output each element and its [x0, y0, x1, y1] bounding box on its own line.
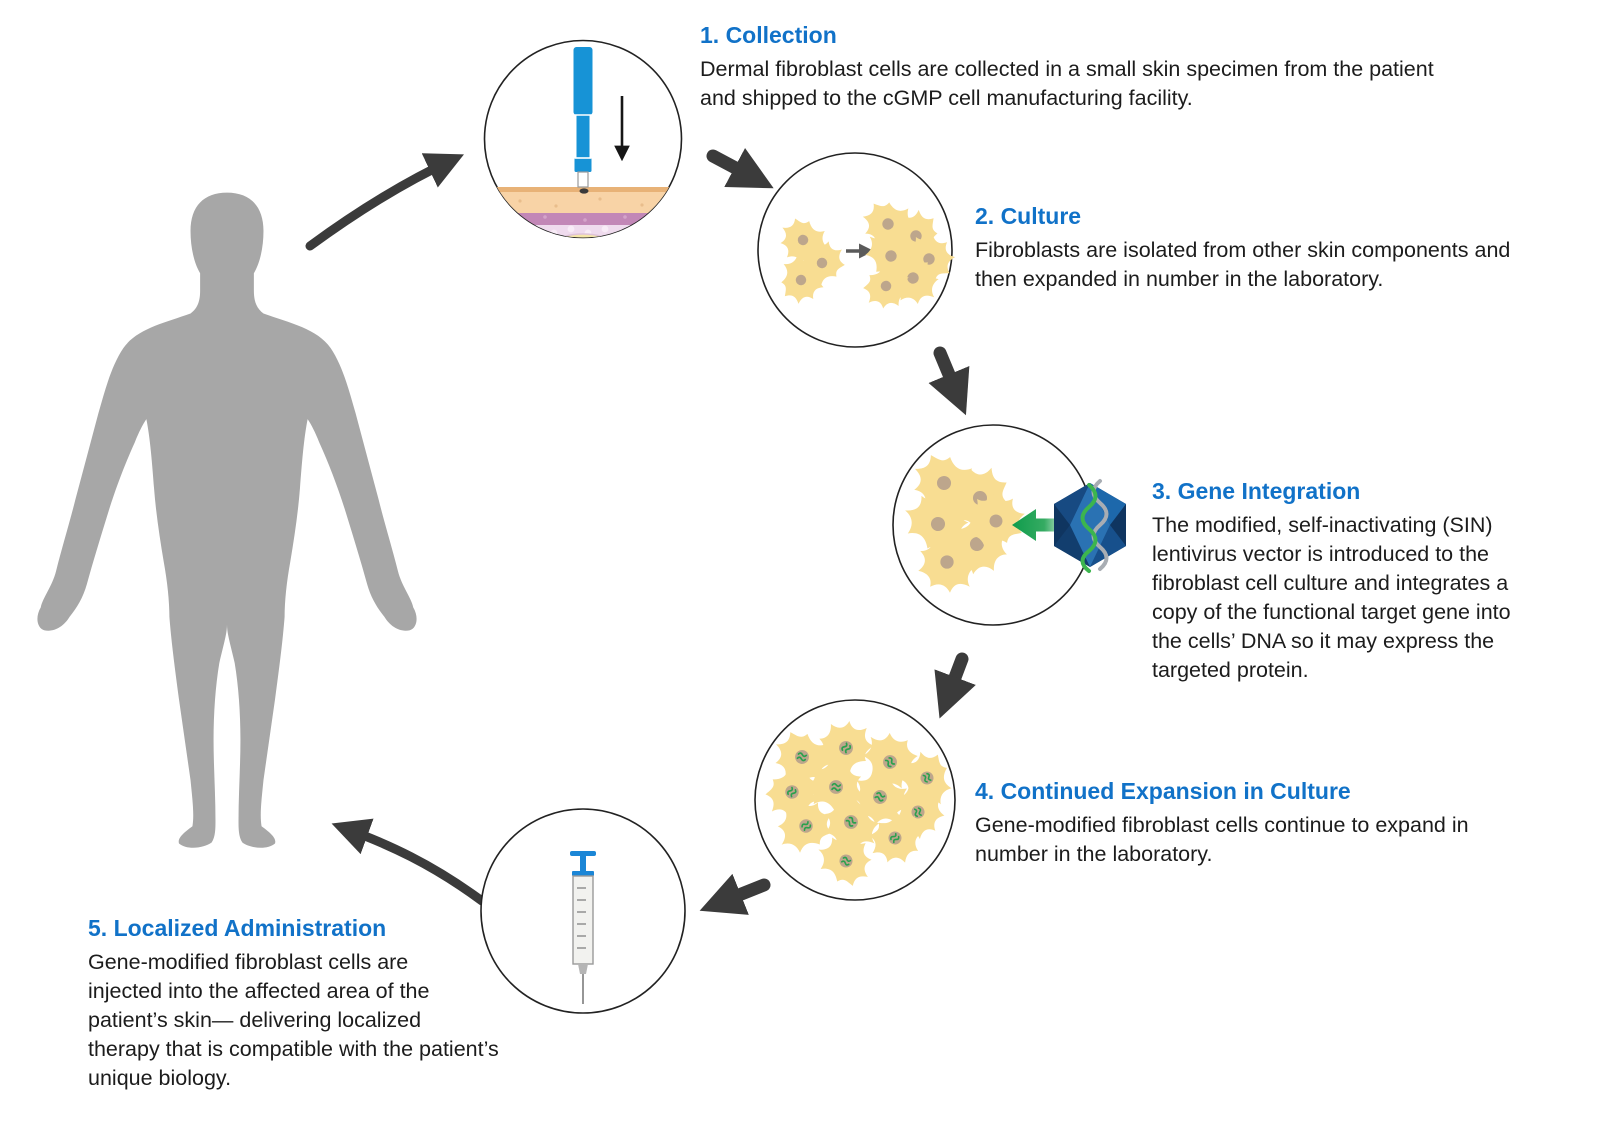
skin-cross-section	[484, 187, 682, 238]
gene-transfer-arrow-icon	[1012, 509, 1058, 541]
step-5-heading: 5. Localized Administration	[88, 915, 387, 941]
cycle-arrow-collection-to-culture	[706, 147, 774, 189]
step-1-text-block: 1. Collection Dermal fibroblast cells ar…	[700, 21, 1500, 113]
cycle-arrow-expansion-to-administration	[699, 873, 771, 915]
step-1-description: Dermal fibroblast cells are collected in…	[700, 57, 1434, 110]
step-circle-administration	[480, 808, 686, 1014]
step-1-heading: 1. Collection	[700, 22, 837, 48]
step-circle-gene-integration	[892, 424, 1126, 626]
step-5-description: Gene-modified fibroblast cells are injec…	[88, 950, 499, 1090]
cycle-arrow-gene-integration-to-expansion	[934, 652, 976, 719]
step-2-description: Fibroblasts are isolated from other skin…	[975, 238, 1511, 291]
step-4-heading: 4. Continued Expansion in Culture	[975, 778, 1351, 804]
human-body-silhouette	[37, 192, 417, 848]
step-circle-collection	[483, 39, 683, 239]
step-3-text-block: 3. Gene Integration The modified, self-i…	[1152, 477, 1562, 685]
step-5-text-block: 5. Localized Administration Gene-modifie…	[88, 914, 568, 1093]
cycle-arrow-administration-to-body	[331, 818, 487, 906]
lentivirus-icon	[1054, 479, 1126, 573]
cycle-arrow-culture-to-gene-integration	[928, 346, 970, 416]
step-3-heading: 3. Gene Integration	[1152, 478, 1361, 504]
step-4-text-block: 4. Continued Expansion in Culture Gene-m…	[975, 777, 1575, 869]
cycle-arrow-body-to-collection	[305, 153, 464, 251]
step-circle-culture	[757, 152, 961, 348]
step-circle-expansion	[754, 699, 963, 901]
step-2-heading: 2. Culture	[975, 203, 1082, 229]
step-2-text-block: 2. Culture Fibroblasts are isolated from…	[975, 202, 1565, 294]
syringe-icon	[570, 851, 596, 1004]
punch-biopsy-tool-icon	[573, 47, 593, 188]
step-3-description: The modified, self-inactivating (SIN) le…	[1152, 513, 1511, 682]
step-4-description: Gene-modified fibroblast cells continue …	[975, 813, 1469, 866]
